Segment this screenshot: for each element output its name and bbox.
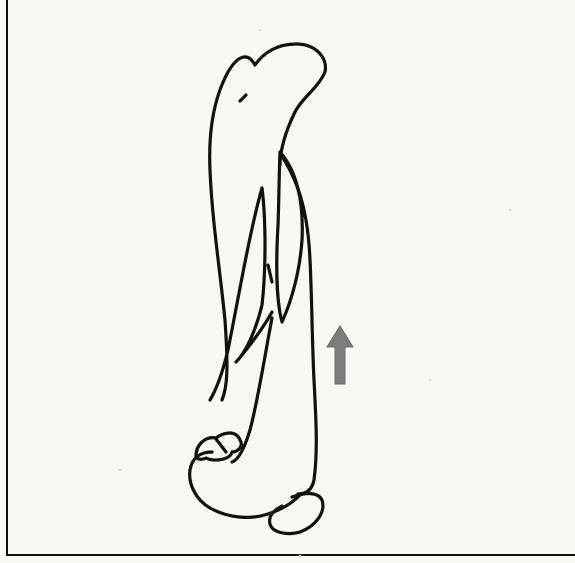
up-arrow-icon bbox=[327, 326, 353, 384]
inner-sliver-outline bbox=[268, 152, 302, 322]
condyle-knob-outline bbox=[196, 433, 241, 460]
